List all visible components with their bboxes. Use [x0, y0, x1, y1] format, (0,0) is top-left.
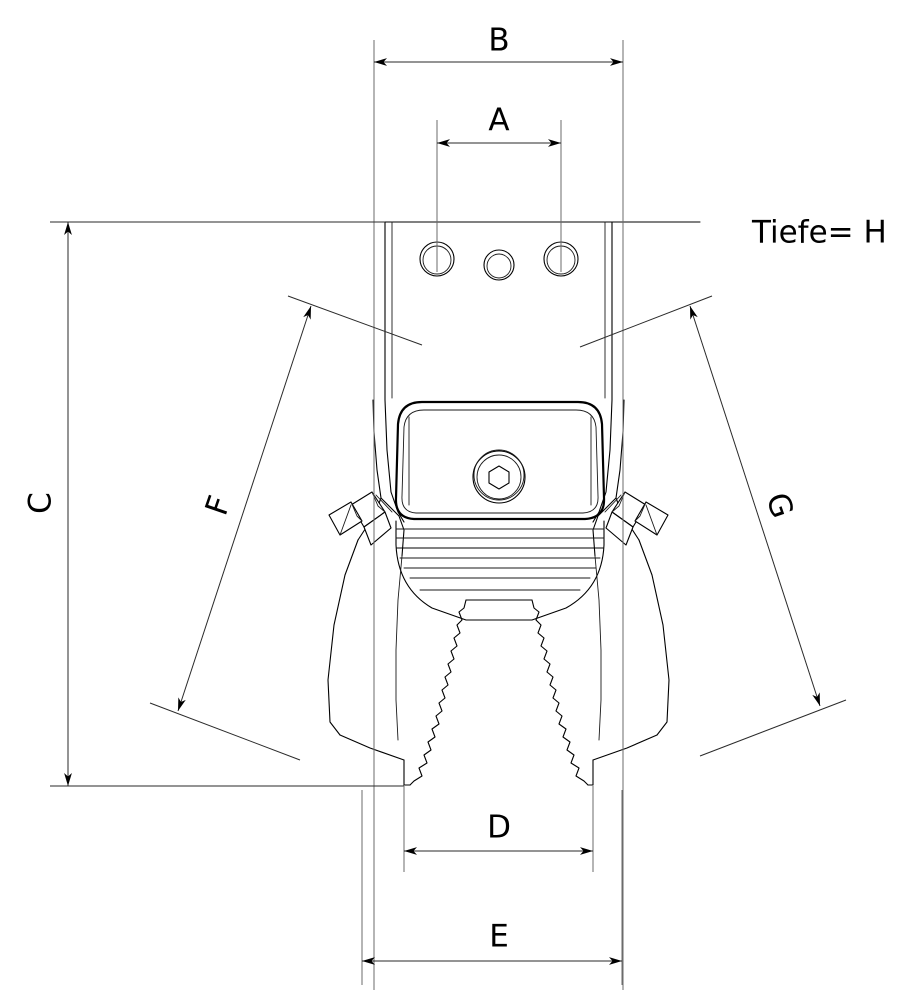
mounting-hole-center — [483, 249, 515, 281]
top-mounting-plate — [299, 221, 701, 401]
dimension-B: B — [374, 23, 623, 66]
dimension-E: E — [362, 919, 622, 965]
left-jaw — [327, 539, 467, 786]
dimension-A: A — [437, 103, 561, 147]
dimension-F: F — [177, 305, 312, 712]
dimension-C-label: C — [23, 492, 59, 514]
dimension-G-line — [689, 305, 821, 707]
right-bolt-nut-assembly — [605, 491, 669, 546]
part-geometry — [299, 221, 701, 786]
left-bolt-nut-assembly — [328, 491, 392, 546]
dimension-F-line — [177, 305, 312, 712]
ribbed-body-band — [395, 520, 605, 621]
dimension-D-label: D — [487, 810, 511, 846]
dimension-G-label: G — [758, 488, 800, 522]
dimension-E-label: E — [489, 919, 509, 955]
extension-lines — [50, 40, 847, 990]
main-housing — [394, 400, 606, 521]
depth-note-label: Tiefe= H — [751, 215, 887, 251]
dimension-B-label: B — [488, 23, 509, 59]
dimension-C: C — [23, 222, 72, 786]
dimension-A-label: A — [488, 103, 509, 139]
center-hex-screw — [472, 449, 526, 504]
right-jaw — [531, 539, 670, 786]
dimension-G: G — [689, 305, 821, 707]
dimension-F-label: F — [199, 491, 239, 520]
dimension-D: D — [404, 810, 593, 855]
